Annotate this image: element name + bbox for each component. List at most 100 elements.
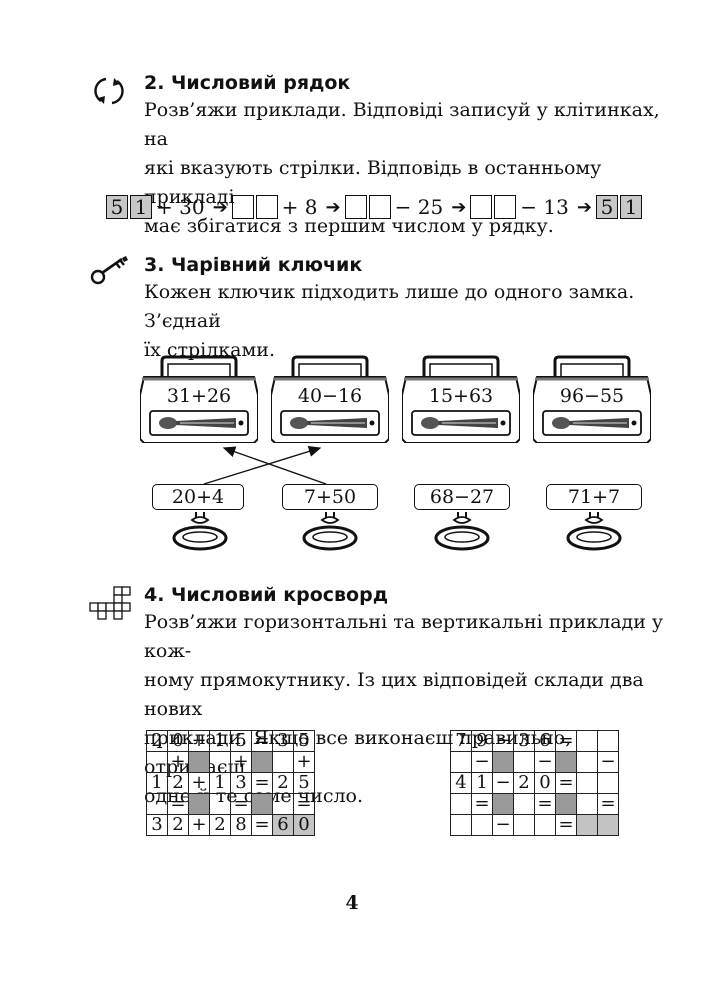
grid-cell: + — [188, 814, 210, 836]
empty-cell[interactable] — [146, 751, 168, 773]
digit-cell: 5 — [595, 195, 618, 219]
lock[interactable]: 15+63 — [402, 355, 520, 443]
grid-cell: + — [293, 751, 315, 773]
key-label[interactable]: 71+7 — [546, 484, 642, 510]
digit-cell: 5 — [106, 195, 128, 219]
grid-cell: 2 — [272, 772, 294, 794]
grid-cell: 6 — [272, 814, 294, 836]
key-bow-icon — [434, 512, 490, 551]
grid-cell: = — [597, 793, 619, 815]
section3-text: Кожен ключик підходить лише до одного за… — [144, 278, 664, 365]
empty-cell[interactable] — [209, 751, 231, 773]
text-line: ному прямокутнику. Із цих відповідей скл… — [144, 669, 644, 720]
empty-cell[interactable] — [470, 195, 493, 219]
start-number: 5 1 — [106, 195, 152, 219]
grid-cell: 3 — [272, 730, 294, 752]
key-label[interactable]: 20+4 — [152, 484, 244, 510]
empty-cell[interactable] — [576, 751, 598, 773]
empty-cell[interactable] — [513, 814, 535, 836]
grid-cell: + — [167, 751, 189, 773]
arrow-icon: ➔ — [325, 196, 341, 218]
empty-cell[interactable] — [597, 730, 619, 752]
section2-title: 2. Числовий рядок — [144, 72, 351, 94]
grid-row: + + + — [146, 751, 315, 773]
grid-cell: 1 — [209, 772, 231, 794]
empty-cell[interactable] — [576, 814, 598, 836]
connection-arrows — [203, 445, 327, 485]
operation: + 8 — [281, 195, 318, 219]
blocked-cell — [492, 751, 514, 773]
grid-cell: 1 — [209, 730, 231, 752]
empty-cell[interactable] — [450, 814, 472, 836]
key-icon — [88, 254, 130, 286]
empty-cell[interactable] — [272, 751, 294, 773]
operation: − 13 — [520, 195, 569, 219]
empty-cell[interactable] — [513, 793, 535, 815]
empty-cell[interactable] — [450, 793, 472, 815]
empty-cell[interactable] — [576, 730, 598, 752]
grid-cell: 3 — [230, 772, 252, 794]
key-label[interactable]: 68−27 — [414, 484, 510, 510]
lock[interactable]: 31+26 — [140, 355, 258, 443]
empty-cell[interactable] — [576, 793, 598, 815]
answer-cells[interactable] — [231, 195, 278, 219]
empty-cell[interactable] — [534, 814, 556, 836]
answer-cells[interactable] — [470, 195, 517, 219]
blocked-cell — [251, 751, 273, 773]
lock[interactable]: 96−55 — [533, 355, 651, 443]
grid-cell: = — [555, 772, 577, 794]
text-line: має збігатися з першим числом у рядку. — [144, 215, 554, 237]
empty-cell[interactable] — [146, 793, 168, 815]
grid-cell: = — [293, 793, 315, 815]
empty-cell[interactable] — [272, 793, 294, 815]
grid-cell: = — [555, 814, 577, 836]
grid-row: −−− — [450, 751, 619, 773]
empty-cell[interactable] — [513, 751, 535, 773]
blocked-cell — [188, 793, 210, 815]
empty-cell[interactable] — [597, 772, 619, 794]
grid-cell: 9 — [471, 730, 493, 752]
operation: − 25 — [394, 195, 444, 219]
grid-cell: + — [188, 730, 210, 752]
grid-cell: 0 — [534, 772, 556, 794]
empty-cell[interactable] — [231, 195, 254, 219]
grid-cell: − — [492, 772, 514, 794]
grid-cell: 5 — [230, 730, 252, 752]
key-label[interactable]: 7+50 — [282, 484, 378, 510]
empty-cell[interactable] — [209, 793, 231, 815]
grid-cell: 4 — [450, 772, 472, 794]
empty-cell[interactable] — [471, 814, 493, 836]
grid-cell: 8 — [230, 814, 252, 836]
empty-cell[interactable] — [450, 751, 472, 773]
grid-cell: + — [188, 772, 210, 794]
grid-cell: + — [230, 751, 252, 773]
grid-cell: 1 — [471, 772, 493, 794]
padlock-icon — [271, 355, 389, 443]
arrow-icon: ➔ — [451, 196, 467, 218]
lock[interactable]: 40−16 — [271, 355, 389, 443]
text-line: Кожен ключик підходить лише до одного за… — [144, 281, 635, 332]
empty-cell[interactable] — [344, 195, 367, 219]
empty-cell[interactable] — [368, 195, 391, 219]
empty-cell[interactable] — [494, 195, 517, 219]
grid-cell: = — [230, 793, 252, 815]
lock-expression: 31+26 — [166, 385, 232, 407]
answer-cells[interactable] — [344, 195, 391, 219]
lock-expression: 96−55 — [559, 385, 625, 407]
padlock-icon — [402, 355, 520, 443]
grid-cell: 6 — [534, 730, 556, 752]
cycle-icon — [92, 74, 126, 108]
grid-cell: 2 — [146, 730, 168, 752]
key-bow-icon — [302, 512, 358, 551]
grid-cell: = — [251, 730, 273, 752]
grid-cell: = — [534, 793, 556, 815]
empty-cell[interactable] — [597, 814, 619, 836]
arrow-icon: ➔ — [212, 196, 228, 218]
grid-cell: 3 — [146, 814, 168, 836]
empty-cell[interactable] — [576, 772, 598, 794]
empty-cell[interactable] — [255, 195, 278, 219]
